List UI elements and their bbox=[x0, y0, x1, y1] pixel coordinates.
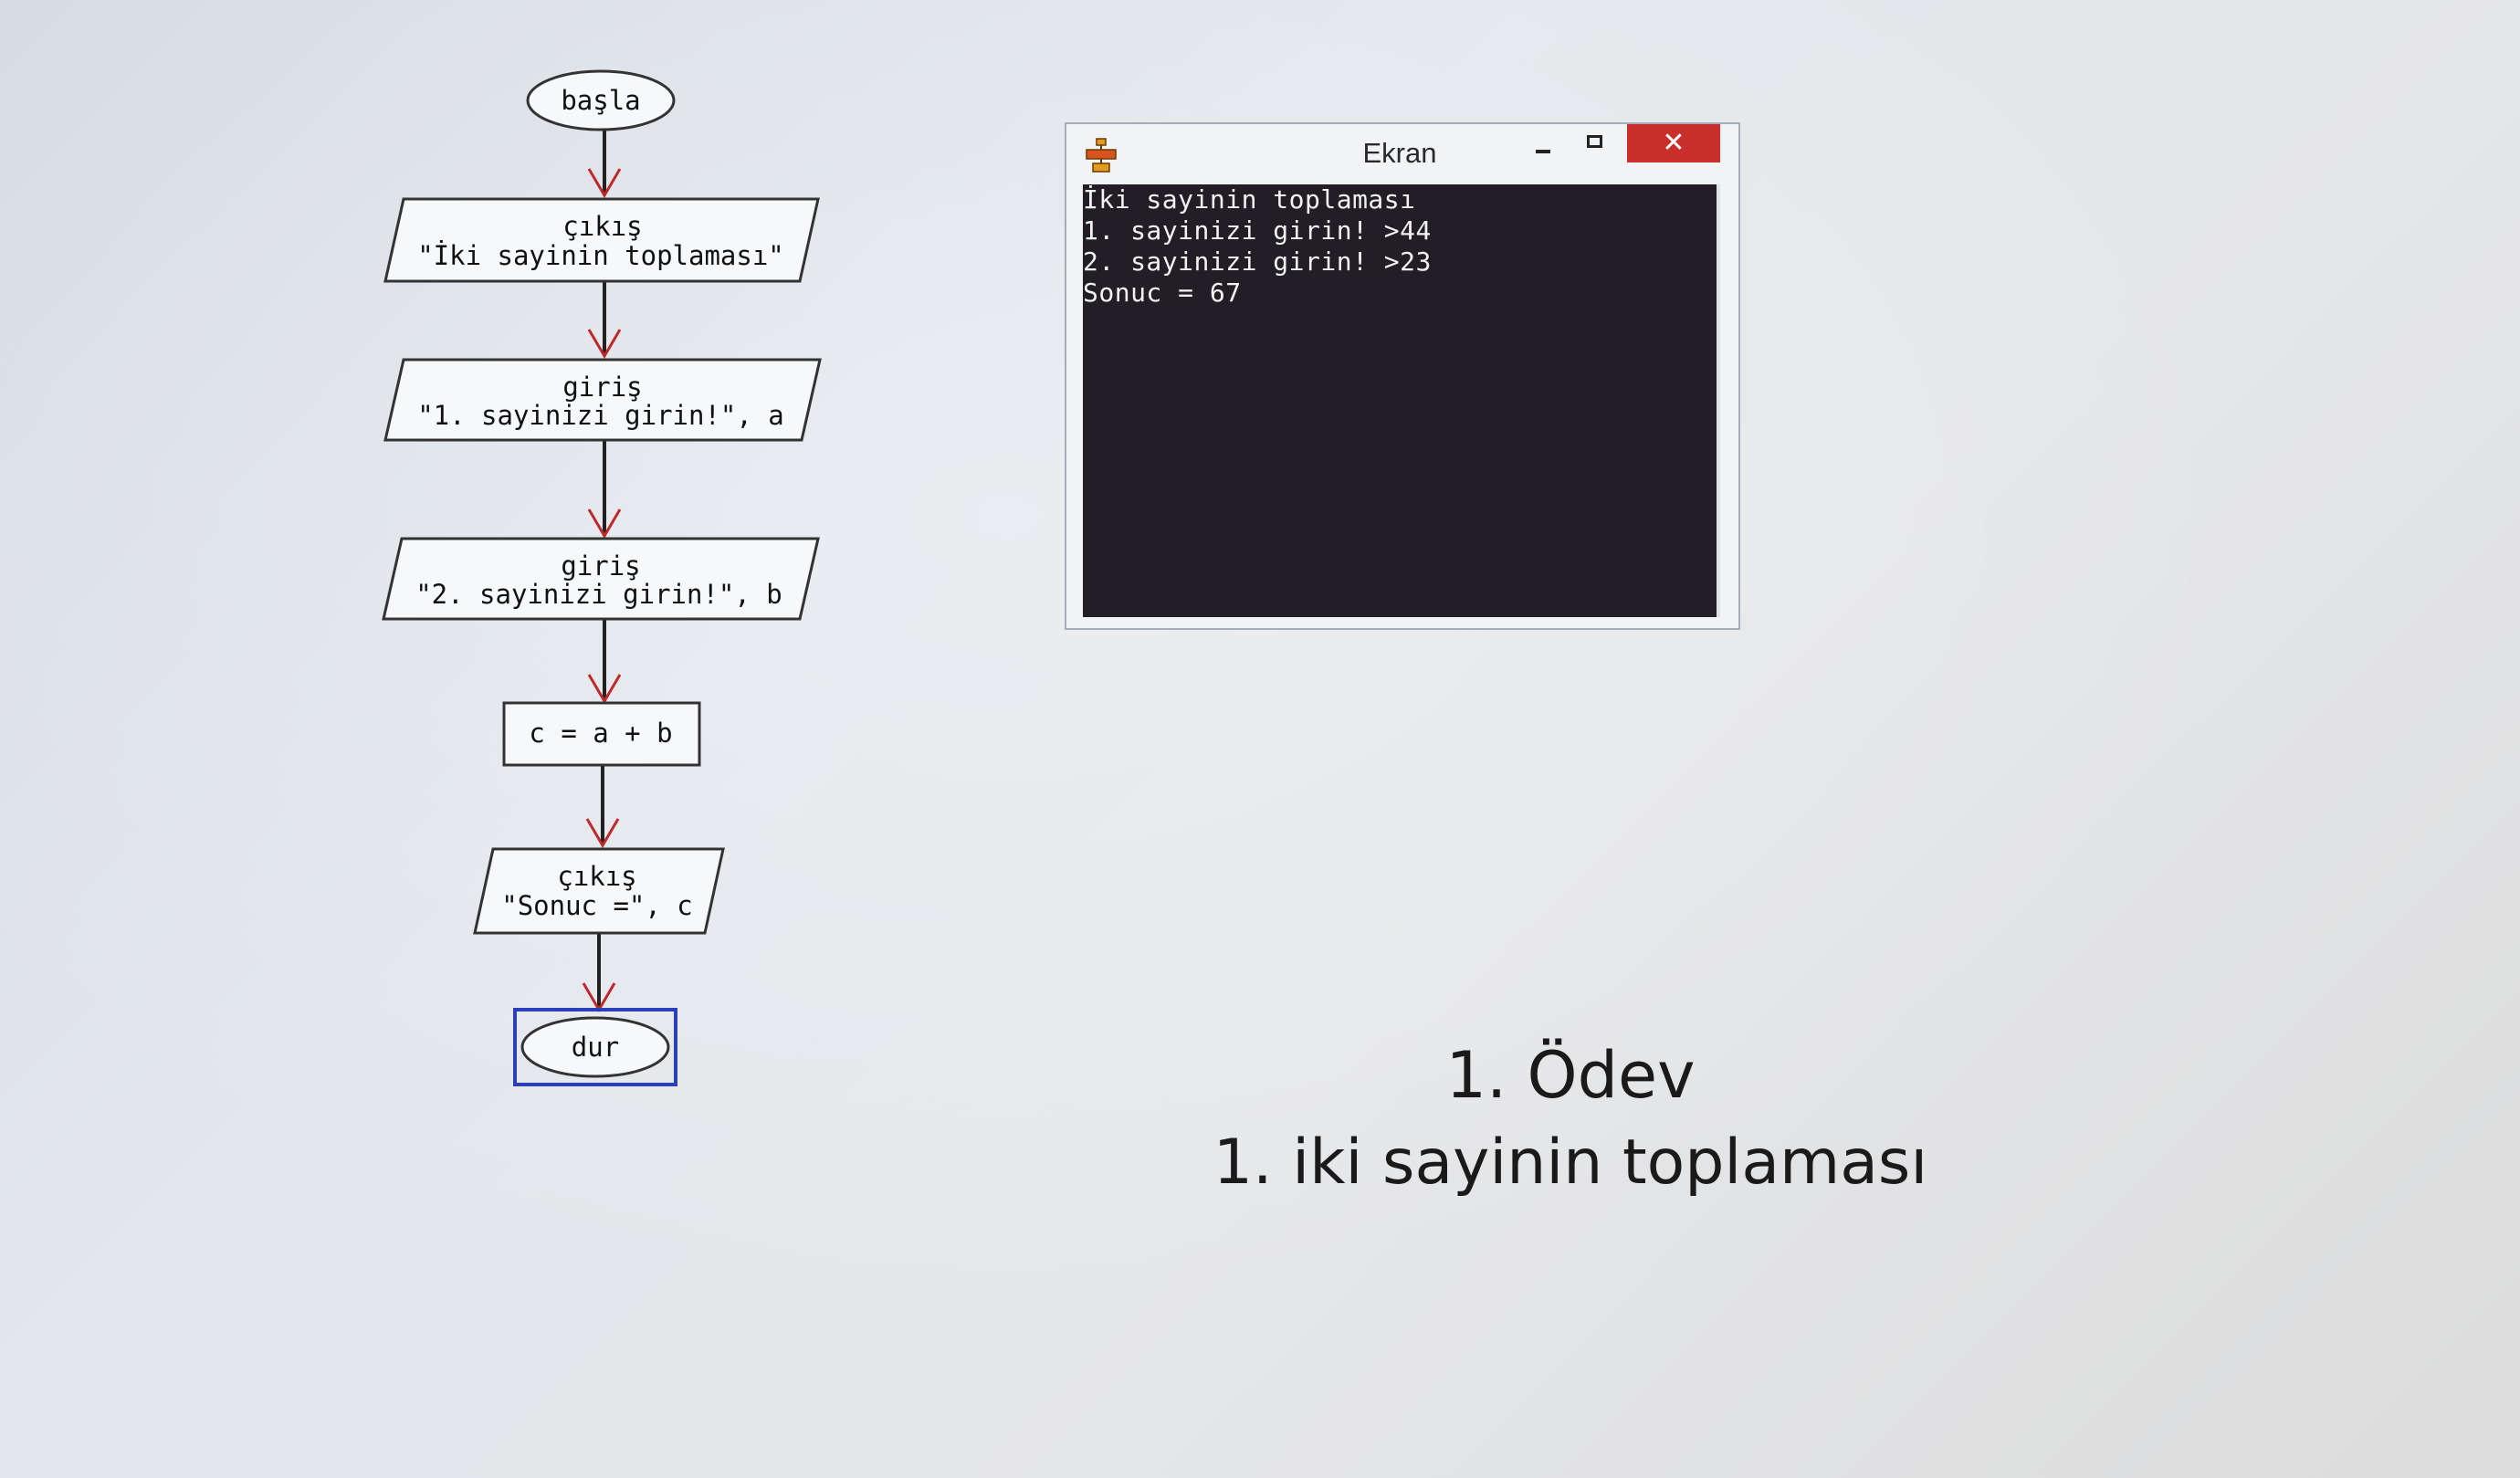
minimize-button[interactable] bbox=[1517, 124, 1567, 162]
console-window[interactable]: Ekran ✕ İki sayinin toplaması 1. sayiniz… bbox=[1065, 122, 1740, 630]
output-text: "Sonuc =", c bbox=[501, 890, 693, 921]
flowchart-output-node-title[interactable]: çıkış "İki sayinin toplaması" bbox=[383, 197, 820, 283]
caption-subtitle: 1. iki sayinin toplaması bbox=[1213, 1127, 1928, 1199]
input-text: "1. sayinizi girin!", a bbox=[417, 400, 784, 431]
flowchart-input-node-b[interactable]: giriş "2. sayinizi girin!", b bbox=[382, 537, 820, 621]
console-output[interactable]: İki sayinin toplaması 1. sayinizi girin!… bbox=[1083, 184, 1720, 617]
flowchart-input-node-a[interactable]: giriş "1. sayinizi girin!", a bbox=[383, 358, 822, 442]
close-icon: ✕ bbox=[1662, 127, 1685, 159]
flowchart-arrowheads bbox=[582, 168, 622, 1012]
minimize-icon bbox=[1536, 150, 1550, 153]
flowchart-end-node[interactable]: dur bbox=[513, 1008, 677, 1086]
flowchart-process-node[interactable]: c = a + b bbox=[502, 701, 701, 767]
window-title-bar[interactable]: Ekran ✕ bbox=[1066, 124, 1738, 184]
console-line: Sonuc = 67 bbox=[1083, 278, 1242, 308]
flowchart-start-node[interactable]: başla bbox=[526, 69, 676, 131]
flowgorithm-app-icon bbox=[1086, 138, 1117, 173]
input-keyword: giriş bbox=[561, 550, 640, 582]
flowchart-output-node-result[interactable]: çıkış "Sonuc =", c bbox=[473, 847, 725, 935]
input-text: "2. sayinizi girin!", b bbox=[415, 579, 782, 610]
caption-title: 1. Ödev bbox=[1445, 1038, 1696, 1113]
process-text: c = a + b bbox=[529, 718, 672, 749]
window-title: Ekran bbox=[1362, 137, 1437, 169]
maximize-icon bbox=[1587, 135, 1602, 148]
maximize-button[interactable] bbox=[1570, 124, 1620, 162]
close-button[interactable]: ✕ bbox=[1627, 124, 1720, 162]
console-line: 1. sayinizi girin! >44 bbox=[1083, 215, 1432, 246]
end-label: dur bbox=[572, 1032, 619, 1063]
assignment-caption: 1. Ödev 1. iki sayinin toplaması bbox=[1132, 1032, 2009, 1207]
input-keyword: giriş bbox=[562, 372, 642, 403]
output-keyword: çıkış bbox=[557, 861, 636, 892]
console-line: İki sayinin toplaması bbox=[1083, 184, 1416, 215]
output-text: "İki sayinin toplaması" bbox=[417, 240, 784, 271]
start-label: başla bbox=[561, 85, 640, 116]
output-keyword: çıkış bbox=[562, 211, 642, 242]
console-line: 2. sayinizi girin! >23 bbox=[1083, 246, 1432, 277]
flowchart-connectors bbox=[597, 126, 606, 1010]
selection-frame bbox=[513, 1008, 677, 1086]
